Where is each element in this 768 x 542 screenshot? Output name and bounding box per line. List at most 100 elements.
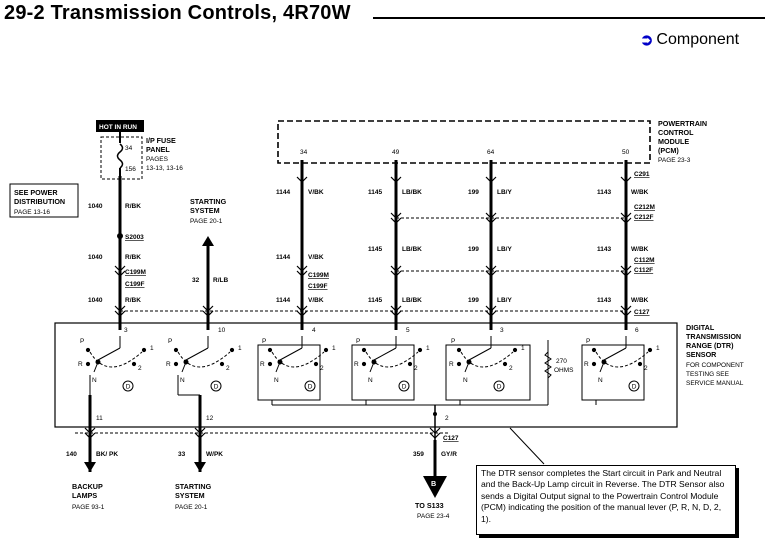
w199-c: 199 [468, 297, 479, 304]
page-marker-icon [423, 476, 447, 498]
switch-blade [373, 347, 397, 361]
switch-label-n: N [180, 377, 185, 384]
see-power-box [9, 183, 79, 218]
fuse-pin-top: 34 [125, 145, 133, 152]
pcm-l5: PAGE 23-3 [658, 157, 691, 164]
dtr-top-pins: 3 10 4 5 3 6 [124, 327, 639, 334]
switch-label-1: 1 [150, 345, 154, 352]
dtr-sensor-box [54, 322, 678, 428]
switch-contact [512, 347, 518, 353]
switch-contact [219, 361, 225, 367]
switch-label-n: N [274, 377, 279, 384]
pcm-l3: MODULE [658, 137, 689, 146]
component-link[interactable]: ➲ Component [640, 30, 739, 50]
bus-dot [433, 412, 437, 416]
c127-bottom: C127 [443, 435, 459, 442]
page-marker-letter: B [431, 479, 436, 488]
title-rule [373, 17, 765, 19]
start-bot-l2: SYSTEM [175, 491, 205, 500]
dtr-l4: SENSOR [686, 350, 717, 359]
switch-contact [85, 361, 91, 367]
pin-3b: 3 [500, 327, 504, 334]
up-arrow-icon [202, 236, 214, 246]
switch-label-d: D [308, 384, 313, 391]
switch-box [257, 344, 321, 401]
w199-b: 199 [468, 246, 479, 253]
switch-box [351, 344, 415, 401]
pcm-l2: CONTROL [658, 128, 694, 137]
switch-contact [361, 361, 367, 367]
switch-contact [637, 361, 643, 367]
switch-stem [464, 361, 470, 373]
fuse-panel-name1: I/P FUSE [146, 136, 176, 145]
switch-arc [177, 351, 231, 368]
w140-color: BK/ PK [96, 451, 118, 458]
switch-arc [595, 351, 649, 368]
w1144-c: 1144 [276, 297, 290, 304]
see-power-l1: SEE POWER [14, 188, 58, 197]
w1144-cc: V/BK [308, 297, 324, 304]
w1143-cc: W/BK [631, 297, 649, 304]
c199m-b: C199M [308, 272, 329, 279]
switch-blade [603, 347, 627, 361]
dtr-description-note: The DTR sensor completes the Start circu… [476, 465, 736, 535]
dtr-l1: DIGITAL [686, 323, 715, 332]
dtr-test-note: FOR COMPONENT TESTING SEE SERVICE MANUAL [686, 362, 744, 387]
pcm-pin-34: 34 [300, 149, 308, 156]
w32-color: R/LB [213, 277, 228, 284]
pin-12: 12 [206, 415, 214, 422]
fuse-panel-box [100, 136, 143, 180]
w1143-b: 1143 [597, 246, 611, 253]
fuse-panel-name2: PANEL [146, 145, 170, 154]
c112f: C112F [634, 267, 653, 274]
w1144-b: 1144 [276, 254, 290, 261]
switch-label-r: R [354, 361, 359, 368]
resistor-unit: OHMS [554, 367, 574, 374]
w1145-cb: LB/BK [402, 246, 422, 253]
pcm-l1: POWERTRAIN [658, 119, 707, 128]
switch-arc [460, 351, 514, 368]
dtr-l7: SERVICE MANUAL [686, 380, 744, 387]
switch-label-1: 1 [521, 345, 525, 352]
w33-color: W/PK [206, 451, 223, 458]
w1144-cb: V/BK [308, 254, 324, 261]
w1040-b: 1040 [88, 254, 103, 261]
w1040-a: 1040 [88, 203, 103, 210]
w1040-cc: R/BK [125, 297, 141, 304]
switch-contact [591, 361, 597, 367]
see-power-l3: PAGE 13-16 [14, 209, 50, 216]
switch-arc [365, 351, 419, 368]
switch-contact [173, 361, 179, 367]
splice-label: S2003 [125, 234, 144, 241]
fuse-icon [116, 143, 124, 169]
w359-color: GY/R [441, 451, 457, 458]
switch-position-circle [210, 380, 222, 392]
switch-label-d: D [214, 384, 219, 391]
s133-l1: TO S133 [415, 501, 444, 510]
switch-contact [361, 347, 367, 353]
pcm-l4: (PCM) [658, 146, 679, 155]
switch-contact [647, 347, 653, 353]
w359: 359 [413, 451, 424, 458]
switch-contact [591, 347, 597, 353]
switch-label-2: 2 [644, 365, 648, 372]
switch-label-d: D [402, 384, 407, 391]
w1143-a: 1143 [597, 189, 611, 196]
switch-stem [369, 361, 375, 373]
switch-contact [407, 361, 413, 367]
switch-contact [229, 347, 235, 353]
switch-stem [181, 361, 187, 373]
switch-blade [185, 347, 209, 361]
switch-label-1: 1 [238, 345, 242, 352]
switch-contact [131, 361, 137, 367]
dtr-l3: RANGE (DTR) [686, 341, 734, 350]
down-arrow-icon [84, 462, 96, 472]
start-bot-l3: PAGE 20-1 [175, 504, 208, 511]
switch-label-r: R [584, 361, 589, 368]
switch-contact [173, 347, 179, 353]
pcm-pin-50: 50 [622, 149, 630, 156]
switch-contact [456, 347, 462, 353]
switch-position-circle [493, 380, 505, 392]
w1143-c: 1143 [597, 297, 611, 304]
